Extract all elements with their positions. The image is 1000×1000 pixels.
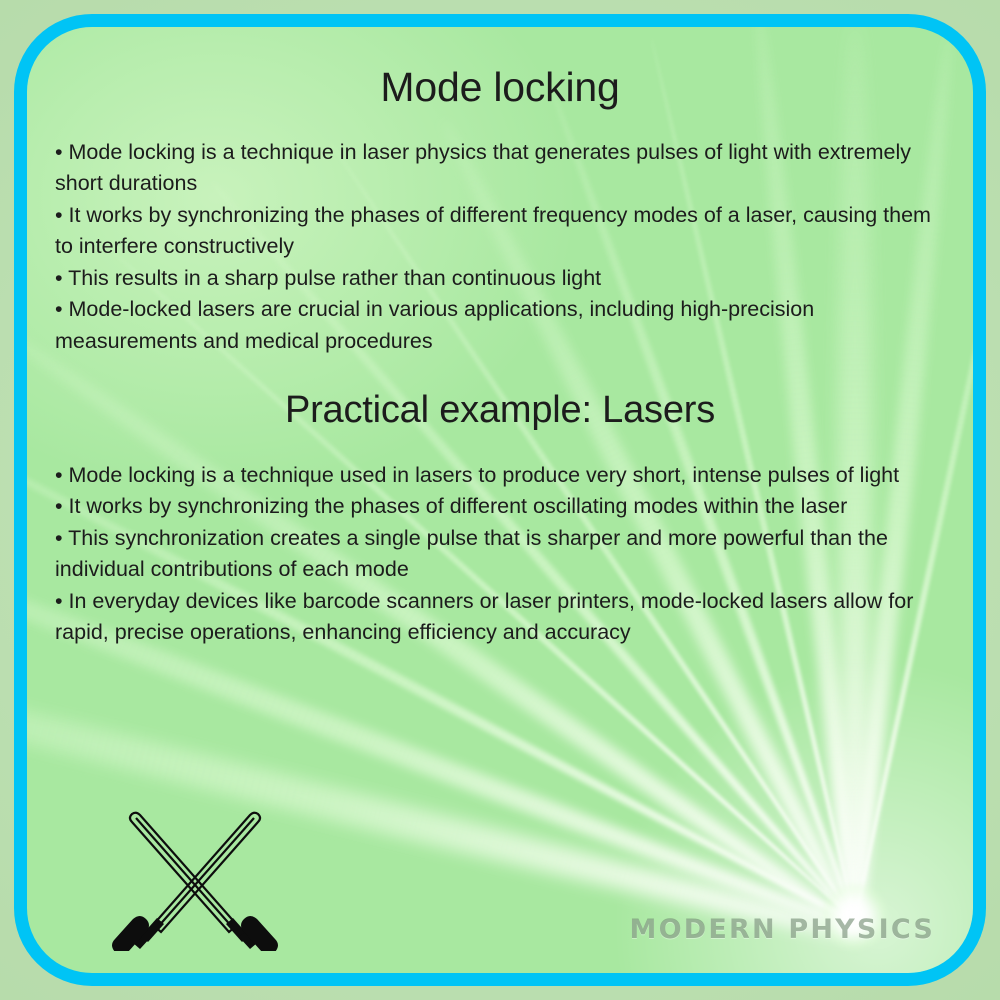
slide-frame-border: Mode locking • Mode locking is a techniq… bbox=[14, 14, 986, 986]
bullet-item: • Mode locking is a technique used in la… bbox=[55, 462, 900, 487]
laser-photo-background bbox=[27, 27, 973, 973]
lightsaber-a bbox=[112, 811, 262, 951]
bullet-item: • Mode-locked lasers are crucial in vari… bbox=[55, 297, 815, 353]
lightsaber-b bbox=[128, 811, 278, 951]
bullet-item: • It works by synchronizing the phases o… bbox=[55, 494, 848, 519]
bullet-item: • This results in a sharp pulse rather t… bbox=[55, 265, 602, 290]
main-bullet-list: • Mode locking is a technique in laser p… bbox=[55, 137, 945, 358]
slide-content: Mode locking • Mode locking is a techniq… bbox=[27, 27, 973, 973]
bullet-item: • This synchronization creates a single … bbox=[55, 525, 888, 582]
watermark-label: MODERN PHYSICS bbox=[629, 914, 935, 945]
crossed-lightsabers-icon bbox=[112, 811, 278, 951]
bullet-item: • Mode locking is a technique in laser p… bbox=[55, 139, 912, 196]
section-title: Practical example: Lasers bbox=[284, 389, 716, 432]
laser-origin-hotspot bbox=[822, 884, 888, 950]
bullet-item: • It works by synchronizing the phases o… bbox=[55, 202, 931, 259]
bullet-item: • In everyday devices like barcode scann… bbox=[55, 588, 914, 645]
example-bullet-list: • Mode locking is a technique used in la… bbox=[55, 460, 945, 649]
page-title: Mode locking bbox=[380, 64, 620, 110]
